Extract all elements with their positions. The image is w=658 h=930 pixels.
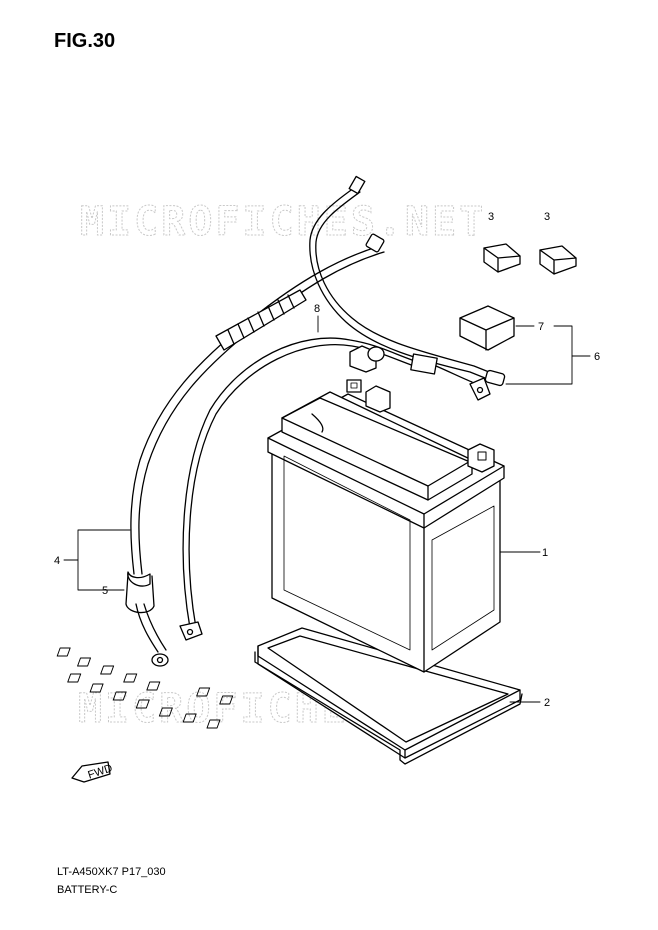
starter-lead bbox=[309, 175, 506, 401]
negative-cable bbox=[125, 233, 385, 667]
watermark-top: MICROFICHES.NET bbox=[80, 199, 486, 245]
label-cap-left: 3 bbox=[488, 211, 494, 223]
model-code: LT-A450XK7 P17_030 bbox=[57, 866, 166, 878]
figure-title: FIG.30 bbox=[54, 30, 116, 52]
label-boot: 5 bbox=[102, 585, 108, 597]
terminal-cover bbox=[459, 305, 515, 351]
label-harness: 8 bbox=[314, 303, 320, 315]
leader-lines bbox=[63, 315, 591, 703]
label-terminal-cap: 7 bbox=[538, 321, 544, 333]
fwd-arrow-icon bbox=[71, 761, 111, 783]
terminal-cap-right bbox=[539, 245, 577, 275]
label-battery: 1 bbox=[542, 547, 548, 559]
label-negative-cable: 4 bbox=[54, 555, 60, 567]
battery bbox=[267, 379, 505, 673]
label-battery-tray: 2 bbox=[544, 697, 550, 709]
label-starter-cable-set: 6 bbox=[594, 351, 600, 363]
section-name: BATTERY-C bbox=[57, 884, 118, 896]
terminal-cap-left bbox=[483, 243, 521, 273]
tray-slots bbox=[56, 647, 234, 729]
label-cap-right: 3 bbox=[544, 211, 550, 223]
battery-tray bbox=[56, 627, 523, 765]
harness bbox=[179, 337, 473, 641]
